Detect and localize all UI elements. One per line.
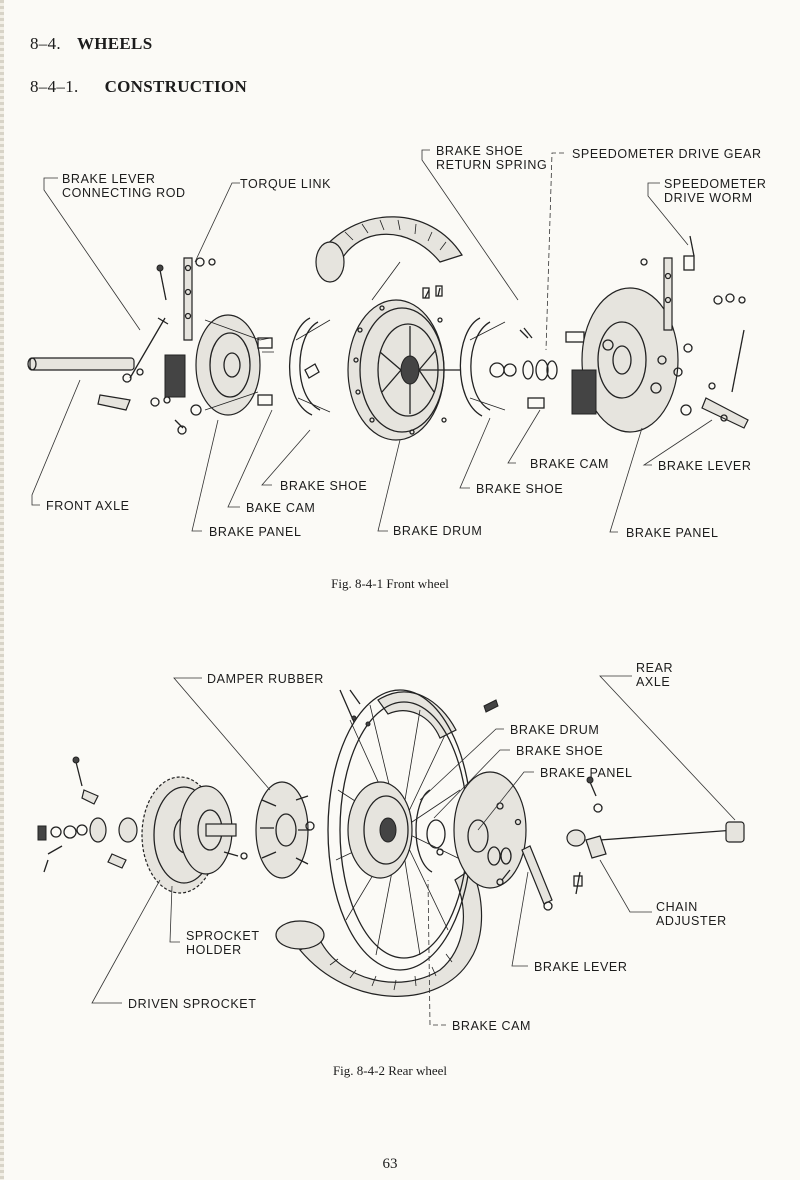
rear-wheel-drawing [37, 689, 745, 997]
rear-brake-lever-part [496, 845, 553, 911]
page-number: 63 [382, 1156, 398, 1172]
section-number: 8–4. [30, 34, 61, 53]
label-brake-shoe-left: BRAKE SHOE [280, 479, 368, 493]
damper-rubber-part [255, 781, 315, 879]
label-brake-cam-right: BRAKE CAM [530, 457, 610, 471]
front-wheel-drawing [27, 216, 749, 441]
front-left-hardware [97, 264, 202, 435]
label-brake-lever-connecting-rod: BRAKE LEVER CONNECTING ROD [62, 172, 186, 200]
torque-link-part [183, 257, 216, 341]
front-left-brake-panel-part [164, 314, 274, 416]
label-sprocket-holder: SPROCKET HOLDER [186, 929, 260, 957]
section-title: WHEELS [76, 34, 153, 53]
label-rear-axle: REAR AXLE [636, 661, 674, 689]
rear-bolt-part [483, 699, 499, 713]
label-rear-brake-panel: BRAKE PANEL [540, 766, 633, 780]
label-brake-lever: BRAKE LEVER [658, 459, 752, 473]
rear-brake-shoe-part [415, 789, 446, 873]
front-right-brake-panel-part [571, 287, 693, 433]
section-heading: 8–4. WHEELS [30, 34, 152, 54]
figure1-caption: Fig. 8-4-1 Front wheel [331, 576, 449, 591]
label-chain-adjuster: CHAIN ADJUSTER [656, 900, 727, 928]
label-driven-sprocket: DRIVEN SPROCKET [128, 997, 257, 1011]
rear-axle-part [566, 821, 745, 847]
sprocket-holder-part [179, 785, 248, 875]
subsection-heading: 8–4–1. CONSTRUCTION [30, 77, 247, 97]
rear-brake-drum-part [347, 781, 413, 879]
figure2-caption: Fig. 8-4-2 Rear wheel [332, 1063, 448, 1078]
label-speedometer-drive-worm: SPEEDOMETER DRIVE WORM [664, 177, 767, 205]
label-rear-brake-lever: BRAKE LEVER [534, 960, 628, 974]
rear-wheel-leader-lines [91, 675, 736, 1026]
front-wheel-leader-lines [31, 149, 713, 533]
label-front-axle: FRONT AXLE [46, 499, 130, 513]
label-torque-link: TORQUE LINK [240, 177, 332, 191]
front-right-brake-shoe-part [459, 317, 533, 417]
label-rear-brake-drum: BRAKE DRUM [510, 723, 600, 737]
subsection-title: CONSTRUCTION [104, 77, 248, 96]
brake-lever-connecting-rod-part [129, 317, 166, 379]
label-rear-brake-cam: BRAKE CAM [452, 1019, 532, 1033]
front-axle-part [27, 357, 135, 371]
label-speedometer-drive-gear: SPEEDOMETER DRIVE GEAR [572, 147, 762, 161]
front-brake-drum-part [347, 261, 460, 441]
front-brake-lever-part [701, 329, 749, 429]
front-tire-part [315, 216, 463, 283]
label-brake-shoe-right: BRAKE SHOE [476, 482, 564, 496]
subsection-number: 8–4–1. [30, 77, 79, 96]
label-brake-panel-left: BRAKE PANEL [209, 525, 302, 539]
rear-left-hardware [37, 756, 138, 873]
rear-wheel-rim-part [327, 689, 473, 971]
label-bake-cam: BAKE CAM [246, 501, 316, 515]
page-edge [0, 0, 4, 1180]
speedometer-drive-worm-part [640, 235, 746, 331]
chain-adjuster-part [573, 776, 607, 895]
label-brake-shoe-return-spring: BRAKE SHOE RETURN SPRING [436, 144, 548, 172]
label-brake-panel-right: BRAKE PANEL [626, 526, 719, 540]
label-rear-brake-shoe: BRAKE SHOE [516, 744, 604, 758]
front-left-brake-shoe-part [288, 317, 331, 416]
label-damper-rubber: DAMPER RUBBER [207, 672, 324, 686]
rear-brake-panel-part [453, 771, 527, 889]
label-brake-drum: BRAKE DRUM [393, 524, 483, 538]
